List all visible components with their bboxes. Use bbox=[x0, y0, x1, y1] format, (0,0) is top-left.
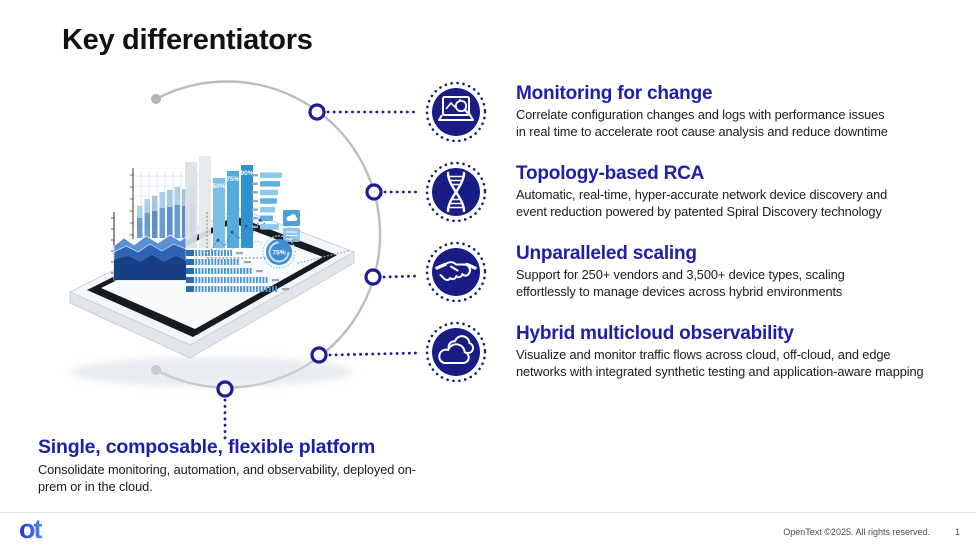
feature-body-line: networks with integrated synthetic testi… bbox=[516, 363, 924, 379]
feature-heading: Hybrid multicloud observability bbox=[516, 323, 794, 344]
feature-body-line: event reduction powered by patented Spir… bbox=[516, 203, 882, 219]
feature-body-line: Visualize and monitor traffic flows acro… bbox=[516, 347, 891, 362]
feature-body-line: Support for 250+ vendors and 3,500+ devi… bbox=[516, 267, 845, 282]
bar-label-90: 90% bbox=[240, 170, 253, 177]
opentext-logo: ot bbox=[19, 515, 44, 544]
area-chart bbox=[111, 212, 187, 281]
feature-heading: Unparalleled scaling bbox=[516, 243, 697, 264]
arc-endpoint-top bbox=[151, 94, 161, 104]
dna-helix-icon bbox=[425, 161, 487, 223]
feature-body-line: in real time to accelerate root cause an… bbox=[516, 123, 888, 139]
feature-unparalleled-scaling: Unparalleled scaling Support for 250+ ve… bbox=[424, 240, 845, 304]
tablet-reflection bbox=[70, 357, 354, 387]
feature-monitoring-for-change: Monitoring for change Correlate configur… bbox=[424, 80, 888, 144]
bar-label-50: 50% bbox=[212, 183, 225, 190]
feature-heading: Monitoring for change bbox=[516, 83, 713, 104]
percent-bars: 50% 75% 90% bbox=[185, 156, 254, 248]
bar-label-75: 75% bbox=[226, 176, 239, 183]
donut-gauge: 75% bbox=[262, 235, 296, 269]
copyright-text: OpenText ©2025. All rights reserved. bbox=[783, 527, 930, 537]
footer-divider bbox=[0, 512, 976, 513]
striped-bars bbox=[186, 250, 289, 292]
tablet-illustration: 50% 75% 90% bbox=[68, 156, 356, 387]
platform-body-line: prem or in the cloud. bbox=[38, 478, 153, 494]
page-number: 1 bbox=[954, 527, 960, 537]
feature-heading: Topology-based RCA bbox=[516, 163, 705, 184]
gauge-label: 75% bbox=[272, 250, 286, 257]
multicloud-icon bbox=[425, 321, 487, 383]
feature-topology-based-rca: Topology-based RCA Automatic, real-time,… bbox=[424, 160, 887, 224]
feature-body-line: Correlate configuration changes and logs… bbox=[516, 107, 885, 122]
feature-hybrid-multicloud-observability: Hybrid multicloud observability Visualiz… bbox=[424, 320, 924, 384]
page-title: Key differentiators bbox=[62, 24, 313, 56]
handshake-icon bbox=[425, 241, 487, 303]
svg-text:ot: ot bbox=[19, 515, 42, 544]
platform-body-line: Consolidate monitoring, automation, and … bbox=[38, 462, 416, 477]
feature-single-composable-platform: Single, composable, flexible platform Co… bbox=[38, 437, 416, 495]
connector-dots bbox=[216, 103, 420, 442]
feature-body-line: Automatic, real-time, hyper-accurate net… bbox=[516, 187, 888, 202]
horizontal-bar-list bbox=[252, 172, 282, 230]
platform-heading: Single, composable, flexible platform bbox=[38, 436, 376, 458]
feature-body-line: effortlessly to manage devices across hy… bbox=[516, 283, 843, 299]
laptop-chart-magnifier-icon bbox=[425, 81, 487, 143]
